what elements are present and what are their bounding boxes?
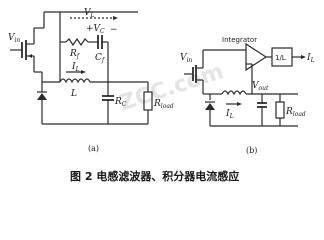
- rload-label-a: Rload: [153, 99, 174, 110]
- rc-label-a: RC: [114, 97, 127, 108]
- mosfet-b: [184, 58, 204, 94]
- cf-label-a: Cf: [95, 53, 106, 64]
- l-label-a: L: [70, 89, 77, 99]
- il-label-b: IL: [225, 109, 234, 120]
- panel-label-a: (a): [88, 144, 99, 153]
- diode-a: [37, 82, 47, 124]
- vin-label-a: Vin: [8, 33, 20, 44]
- rf-resistor-a: [65, 37, 89, 47]
- gain-block-label: 1/L: [275, 54, 286, 62]
- inductor-a: [59, 78, 91, 84]
- vout-label-b: Vout: [252, 81, 269, 92]
- diode-b: [205, 94, 215, 126]
- mosfet-a: [10, 27, 44, 72]
- integrator-amp: [245, 42, 268, 72]
- il-output-label-b: IL: [306, 53, 315, 64]
- circuit-a: Vin IL: [8, 8, 174, 153]
- vl-label-a: VL: [84, 8, 95, 19]
- vin-label-b: Vin: [180, 53, 192, 64]
- figure-caption: 图 2 电感滤波器、积分器电流感应: [70, 169, 239, 183]
- minus-label-a: −: [110, 25, 118, 35]
- il-label-a: IL: [71, 62, 80, 73]
- rload-label-b: Rload: [285, 107, 306, 118]
- integrator-label: Integrator: [222, 36, 257, 44]
- circuit-figure: ZCC.com Vin: [8, 8, 315, 183]
- inductor-b: [221, 90, 247, 96]
- vc-label-a: +VC: [86, 24, 105, 35]
- panel-label-b: (b): [246, 146, 257, 155]
- rf-label-a: Rf: [69, 49, 81, 60]
- circuit-b: Vin IL Vout: [180, 36, 315, 155]
- figure: ZCC.com Vin: [8, 8, 315, 183]
- rload-b: [275, 101, 285, 119]
